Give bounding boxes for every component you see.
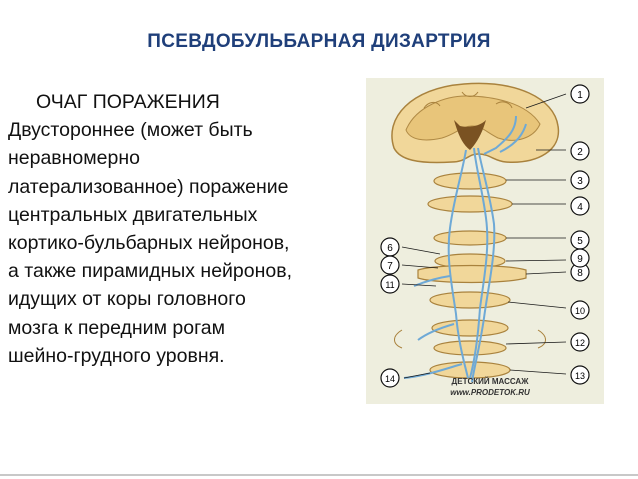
callout-9: 9 [571, 249, 589, 267]
svg-text:5: 5 [577, 236, 583, 247]
svg-text:4: 4 [577, 202, 583, 213]
callout-2: 2 [571, 142, 589, 160]
callout-3: 3 [571, 171, 589, 189]
callout-10: 10 [571, 301, 589, 319]
lesion-heading: ОЧАГ ПОРАЖЕНИЯ [8, 88, 373, 116]
watermark-line1: ДЕТСКИЙ МАССАЖ [452, 377, 530, 386]
callout-14: 14 [381, 369, 399, 387]
callout-5: 5 [571, 231, 589, 249]
callout-11: 11 [381, 275, 399, 293]
body-line: мозга к передним рогам [8, 314, 373, 342]
pathway-diagram: 1 2 3 4 5 6 7 8 9 10 11 12 13 14 ДЕТСКИЙ… [366, 78, 604, 404]
callout-4: 4 [571, 197, 589, 215]
svg-text:11: 11 [385, 280, 394, 290]
bottom-divider [0, 474, 638, 476]
body-line: шейно-грудного уровня. [8, 342, 373, 370]
svg-text:9: 9 [577, 254, 583, 265]
body-line: центральных двигательных [8, 201, 373, 229]
svg-text:8: 8 [577, 268, 583, 279]
body-line: идущих от коры головного [8, 285, 373, 313]
body-text: ОЧАГ ПОРАЖЕНИЯ Двустороннее (может быть … [8, 88, 373, 370]
svg-text:3: 3 [577, 176, 583, 187]
callout-7: 7 [381, 256, 399, 274]
callout-12: 12 [571, 333, 589, 351]
svg-text:12: 12 [575, 338, 585, 348]
body-line: латерализованное) поражение [8, 173, 373, 201]
svg-text:1: 1 [577, 90, 583, 101]
svg-text:7: 7 [387, 261, 393, 272]
callout-13: 13 [571, 366, 589, 384]
body-line: кортико-бульбарных нейронов, [8, 229, 373, 257]
callout-6: 6 [381, 238, 399, 256]
callout-1: 1 [571, 85, 589, 103]
body-line: неравномерно [8, 144, 373, 172]
svg-text:14: 14 [385, 374, 395, 384]
svg-text:6: 6 [387, 243, 393, 254]
watermark-line2: www.PRODETOK.RU [450, 388, 530, 397]
body-line: а также пирамидных нейронов, [8, 257, 373, 285]
slide-title: ПСЕВДОБУЛЬБАРНАЯ ДИЗАРТРИЯ [0, 31, 638, 53]
svg-text:13: 13 [575, 371, 585, 381]
svg-text:2: 2 [577, 147, 583, 158]
svg-text:10: 10 [575, 306, 585, 316]
corticobulbar-pathway-figure: 1 2 3 4 5 6 7 8 9 10 11 12 13 14 ДЕТСКИЙ… [366, 78, 604, 404]
body-line: Двустороннее (может быть [8, 116, 373, 144]
